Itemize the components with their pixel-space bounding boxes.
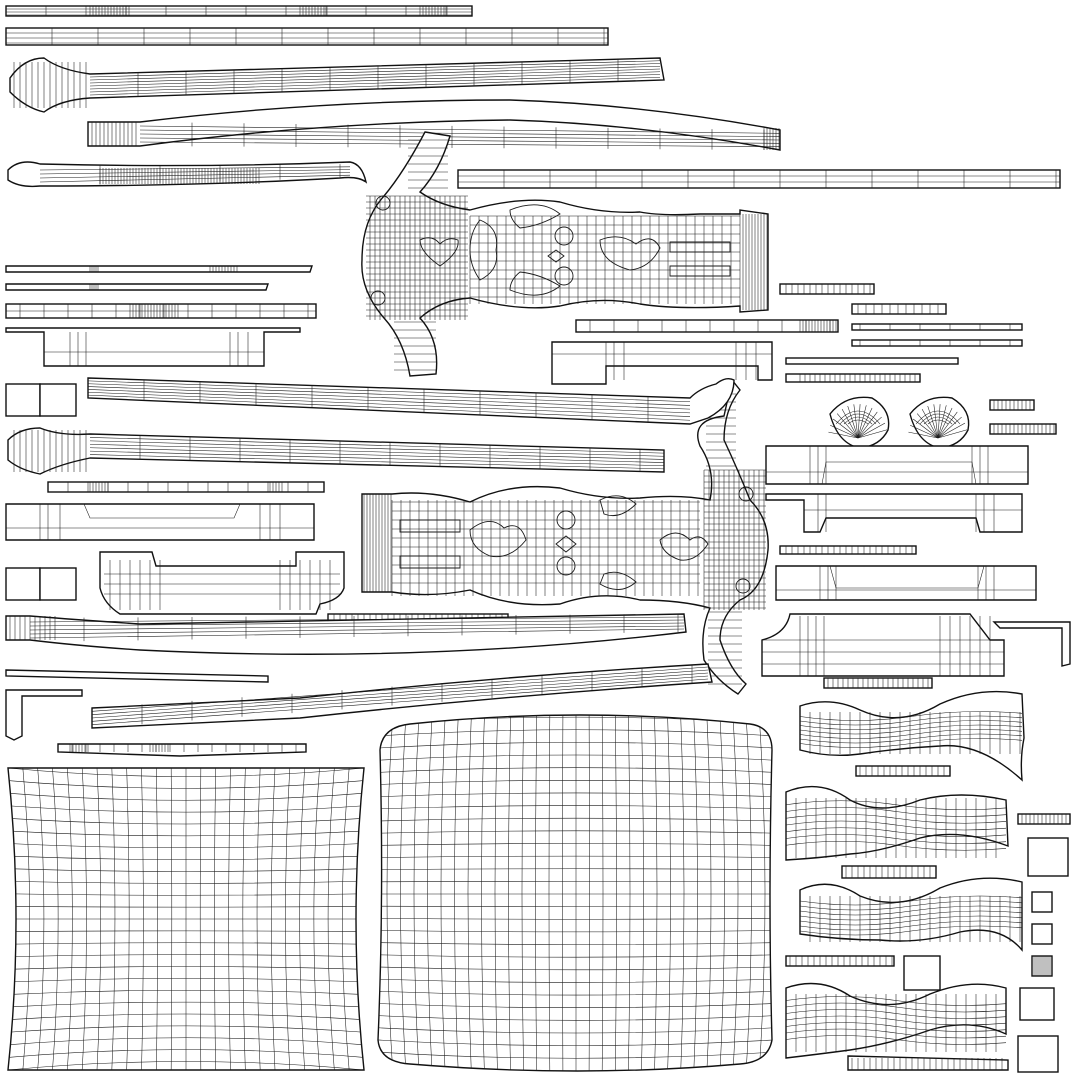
uv-rail-straight-4 bbox=[87, 377, 735, 425]
uv-stretcher-2 bbox=[785, 785, 1009, 861]
uv-bracket-left-3 bbox=[99, 551, 345, 615]
uv-strip-left-group bbox=[5, 265, 317, 319]
uv-squares-left-1 bbox=[5, 383, 77, 417]
uv-shell-left bbox=[828, 396, 890, 449]
uv-corner-left bbox=[5, 689, 83, 741]
uv-rail-curved-2 bbox=[87, 99, 781, 151]
uv-stretcher-4 bbox=[785, 982, 1007, 1059]
uv-splat-top bbox=[361, 131, 769, 377]
uv-bracket-left-1 bbox=[5, 327, 301, 367]
uv-squares-left-2 bbox=[5, 567, 77, 601]
uv-strip-left-short bbox=[57, 743, 307, 757]
uv-strip-right-small bbox=[785, 677, 1071, 967]
uv-corner-right bbox=[992, 621, 1071, 667]
uv-rail-curved-5 bbox=[7, 427, 665, 475]
uv-seat-cushion-right bbox=[377, 714, 773, 1072]
uv-strip-top-1 bbox=[5, 5, 473, 17]
uv-bracket-right-3 bbox=[765, 493, 1023, 533]
uv-strip-left-thin bbox=[5, 669, 269, 683]
uv-strip-right-mid bbox=[779, 545, 917, 555]
uv-right-strips-top bbox=[575, 283, 1023, 383]
uv-rail-wavy-3 bbox=[7, 161, 368, 188]
uv-bracket-right-1 bbox=[551, 341, 773, 385]
uv-strip-top-2 bbox=[5, 27, 609, 46]
uv-seat-cushion-left bbox=[7, 767, 365, 1071]
uv-splat-bottom bbox=[361, 378, 769, 695]
uv-bracket-right-2 bbox=[765, 445, 1029, 485]
uv-bracket-right-4 bbox=[775, 565, 1037, 601]
uv-bracket-left-2 bbox=[5, 503, 315, 541]
uv-strip-right-long bbox=[457, 169, 1061, 189]
uv-stretcher-3 bbox=[799, 877, 1023, 952]
uv-strip-mid-1 bbox=[47, 481, 325, 493]
uv-rail-curved-1 bbox=[9, 57, 665, 113]
uv-rail-curved-7 bbox=[91, 663, 713, 729]
uv-shell-right bbox=[908, 396, 970, 449]
uv-small-squares bbox=[903, 837, 1069, 1073]
uv-small-strips-right bbox=[989, 399, 1057, 435]
uv-bracket-right-5 bbox=[761, 613, 1005, 677]
uv-stretcher-1 bbox=[799, 690, 1025, 782]
uv-rail-curved-6 bbox=[5, 613, 687, 655]
uv-strip-bottom-right bbox=[847, 1055, 1009, 1071]
